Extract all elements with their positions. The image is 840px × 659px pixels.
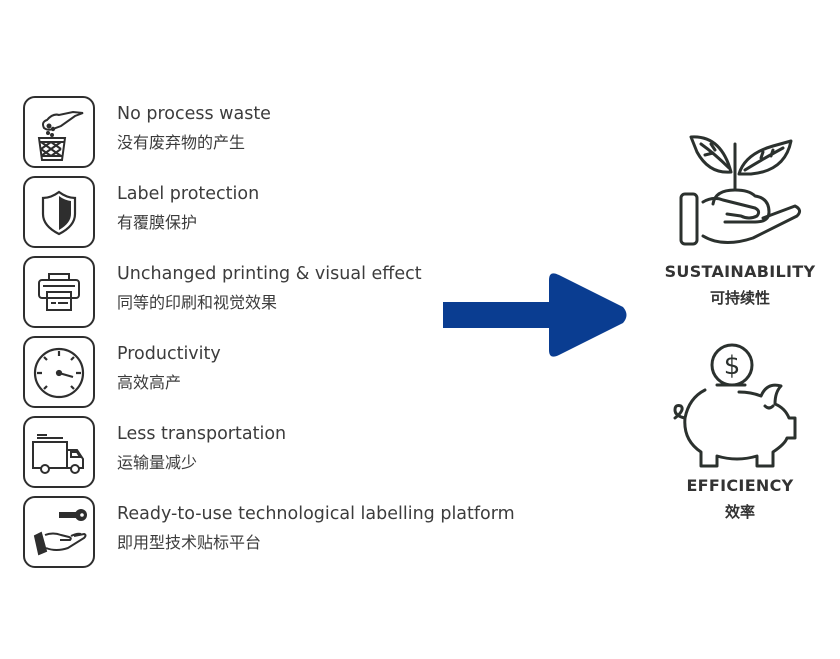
benefit-item-platform: Ready-to-use technological labelling pla… xyxy=(23,496,543,570)
benefit-item-transportation: Less transportation 运输量减少 xyxy=(23,416,543,490)
outcome-subtitle: 效率 xyxy=(724,503,755,521)
benefit-subtitle: 同等的印刷和视觉效果 xyxy=(117,293,278,312)
benefit-subtitle: 没有废弃物的产生 xyxy=(117,133,246,152)
truck-icon xyxy=(23,416,95,488)
hand-plant-icon xyxy=(679,135,802,246)
arrow-shape xyxy=(443,273,627,357)
benefit-item-label-protection: Label protection 有覆膜保护 xyxy=(23,176,543,250)
benefit-title: No process waste xyxy=(117,104,271,124)
outcome-title: EFFICIENCY xyxy=(686,476,794,495)
piggy-bank-icon: $ xyxy=(673,343,797,468)
outcome-efficiency: $ EFFICIENCY 效率 xyxy=(650,340,830,522)
benefit-title: Unchanged printing & visual effect xyxy=(117,264,422,284)
svg-text:$: $ xyxy=(724,351,741,381)
shield-icon xyxy=(23,176,95,248)
outcome-sustainability: SUSTAINABILITY 可持续性 xyxy=(650,122,830,308)
benefit-title: Ready-to-use technological labelling pla… xyxy=(117,504,515,524)
benefit-title: Label protection xyxy=(117,184,260,204)
right-arrow-icon xyxy=(443,273,627,357)
printer-icon xyxy=(23,256,95,328)
benefit-title: Less transportation xyxy=(117,424,287,444)
benefit-subtitle: 有覆膜保护 xyxy=(117,213,198,232)
benefit-item-printing: Unchanged printing & visual effect 同等的印刷… xyxy=(23,256,543,330)
hand-key-icon xyxy=(23,496,95,568)
benefit-subtitle: 即用型技术贴标平台 xyxy=(117,533,262,552)
benefit-subtitle: 运输量减少 xyxy=(117,453,198,472)
benefit-item-productivity: Productivity 高效高产 xyxy=(23,336,543,410)
benefit-subtitle: 高效高产 xyxy=(117,373,182,392)
benefit-title: Productivity xyxy=(117,344,221,364)
speedometer-icon xyxy=(23,336,95,408)
waste-bin-icon xyxy=(23,96,95,168)
benefit-item-no-waste: No process waste 没有废弃物的产生 xyxy=(23,96,543,170)
outcome-title: SUSTAINABILITY xyxy=(664,262,816,281)
outcome-subtitle: 可持续性 xyxy=(709,289,770,307)
